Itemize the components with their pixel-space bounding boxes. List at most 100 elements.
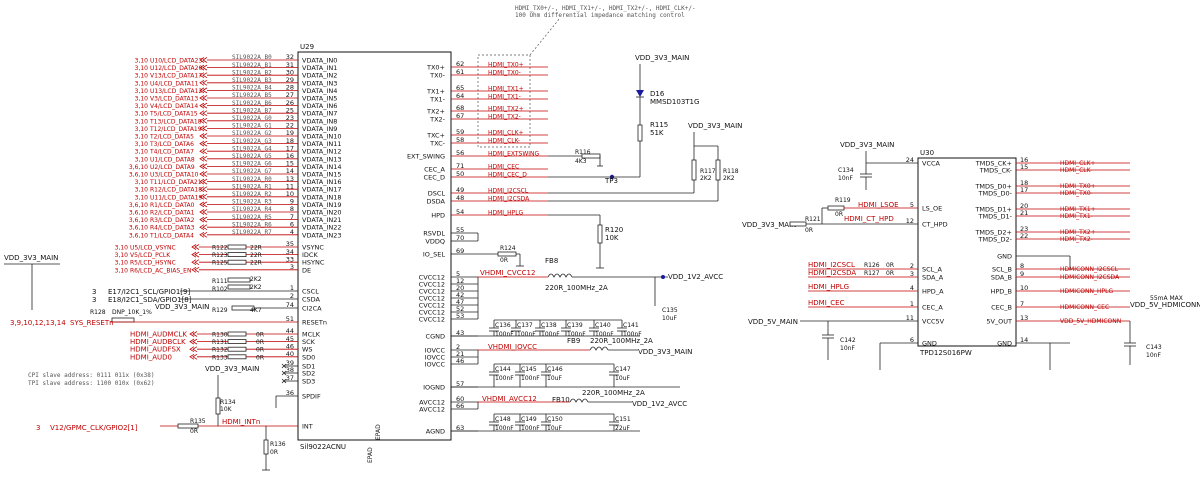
- sheet-ref: 3,10: [135, 156, 149, 163]
- u30-part: TPD12S016PW: [919, 349, 972, 357]
- pin-number: 63: [456, 424, 464, 432]
- pin-number: 46: [286, 342, 294, 350]
- resistor-ref: R132: [212, 347, 228, 354]
- pin-name: CVCC12: [419, 281, 445, 289]
- pin-number: 37: [286, 374, 294, 382]
- resistor-ref: R131: [212, 339, 228, 346]
- pin-number: 18: [286, 137, 294, 145]
- net-label: HDMI_TX2+: [1060, 229, 1096, 236]
- pin-number: 53: [456, 312, 464, 320]
- net-label: V13/LCD_DATA17: [150, 73, 202, 80]
- c142-ref: C142: [840, 337, 856, 344]
- r124-val: 0R: [500, 257, 508, 264]
- resistor-val: 0R: [256, 347, 264, 354]
- u30-left-pins: VCCA24LS_OE5CT_HPD12SCL_A2SDA_A3HPD_A4CE…: [906, 156, 948, 347]
- pin-name: VDATA_IN13: [302, 155, 342, 163]
- sheet-ref: 3,6,10: [129, 232, 148, 239]
- sil-label: SIL9022A_R1: [232, 183, 272, 190]
- pin-name: SD3: [302, 378, 315, 386]
- sheet-ref: 3,6,10: [129, 172, 148, 179]
- pin-name: VDATA_IN17: [302, 186, 342, 194]
- pin-number: 36: [286, 389, 294, 397]
- sil-label: SIL9022A_B7: [232, 107, 272, 114]
- pin-name: IDCK: [302, 251, 318, 259]
- pin-name: RSVDL: [423, 230, 445, 238]
- pin-name: SDA_A: [922, 274, 944, 282]
- pin-number: 42: [456, 291, 464, 299]
- pin-name: HSYNC: [302, 259, 325, 267]
- net-label: HDMI_TX1-: [1060, 213, 1093, 220]
- pin-name: IOVCC: [425, 361, 446, 369]
- cap-val: 100nF: [495, 425, 514, 432]
- cap-val: 100nF: [521, 375, 540, 382]
- net-label: T12/LCD_DATA19: [149, 126, 202, 133]
- pin-number: 66: [456, 402, 464, 410]
- sheet-ref: 3,6,10: [129, 210, 148, 217]
- sheet-ref: 3,10: [135, 88, 149, 95]
- pin-number: 48: [456, 194, 464, 202]
- pin-number: 7: [1020, 300, 1024, 308]
- u29-epad-2: EPAD: [375, 424, 382, 440]
- cap-val: 100nF: [541, 331, 560, 338]
- pin-number: 39: [286, 359, 294, 367]
- net-label: R12/LCD_DATA18: [150, 187, 202, 194]
- r115-ref: R115: [650, 121, 668, 129]
- pin-number: 10: [1020, 284, 1028, 292]
- note-tpi: TPI slave address: 1100 010x (0x62): [28, 380, 154, 387]
- net-label: VDD_5V_HDMICONN: [1060, 318, 1121, 325]
- c142-val: 10nF: [840, 345, 855, 352]
- pin-number: 64: [456, 92, 464, 100]
- u29-body: [297, 51, 452, 441]
- cap-ref: C140: [595, 322, 611, 329]
- net-cthpd: HDMI_CT_HPD: [844, 215, 894, 223]
- pin-number: 29: [286, 76, 294, 84]
- annotation-line2: 100 Ohm differential impedance matching …: [515, 12, 685, 19]
- net-label: HDMI_TX0+: [488, 62, 524, 69]
- pin-name: INT: [302, 423, 313, 431]
- r136-ref: R136: [270, 441, 286, 448]
- pin-name: TMDS_CK+: [975, 160, 1012, 168]
- pin-name: SPDIF: [302, 393, 321, 401]
- pin-name: HPD_A: [922, 288, 944, 296]
- pin-number: 40: [286, 350, 294, 358]
- pin-number: 2: [910, 262, 914, 270]
- tmds-group-box: [477, 54, 531, 148]
- fb9-val: 220R_100MHz_2A: [590, 337, 653, 345]
- r135-val: 0R: [190, 428, 198, 435]
- net-label: R3/LCD_DATA2: [150, 217, 195, 224]
- net-sda-u30: HDMI_I2CSDA: [808, 269, 856, 277]
- sil-label: SIL9022A_B4: [232, 85, 272, 92]
- c135-val: 10uF: [662, 315, 677, 322]
- net-label: V4/LCD_DATA14: [150, 103, 198, 110]
- pin-name: TMDS_D1-: [978, 213, 1013, 221]
- r102-val: 2K2: [250, 284, 262, 291]
- c143-ref: C143: [1146, 344, 1162, 351]
- pin-number: 2: [290, 292, 294, 300]
- pin-number: 61: [456, 68, 464, 76]
- pin-name: VDATA_IN21: [302, 216, 342, 224]
- net-label: V3/LCD_DATA13: [150, 96, 198, 103]
- sheet-ref: 3,6,10: [129, 225, 148, 232]
- net-label: R2/LCD_DATA1: [150, 210, 195, 217]
- pin-number: 15: [286, 160, 294, 168]
- sil-label: SIL9022A_R7: [232, 229, 272, 236]
- net-vdd33-d16: VDD_3V3_MAIN: [635, 54, 689, 62]
- r128-val: DNP_10K_1%: [112, 309, 152, 316]
- i2c-net-2: E18/I2C1_SDA/GPIO1[8]: [108, 296, 192, 304]
- c134-ref: C134: [838, 167, 854, 174]
- sil-label: SIL9022A_B6: [232, 100, 272, 107]
- pin-number: 22: [286, 122, 294, 130]
- net-label: HDMI_I2CSCL: [488, 188, 529, 195]
- pin-name: CVCC12: [419, 274, 445, 282]
- fb8-ref: FB8: [545, 257, 558, 265]
- net-label: HDMI_EXTSWING: [488, 151, 540, 158]
- pin-name: 5V_OUT: [986, 318, 1012, 326]
- u29-epad-1: EPAD: [367, 447, 374, 463]
- pin-name: HPD: [431, 212, 445, 220]
- cap-ref: C136: [495, 322, 511, 329]
- pin-name: TX0+: [426, 64, 445, 72]
